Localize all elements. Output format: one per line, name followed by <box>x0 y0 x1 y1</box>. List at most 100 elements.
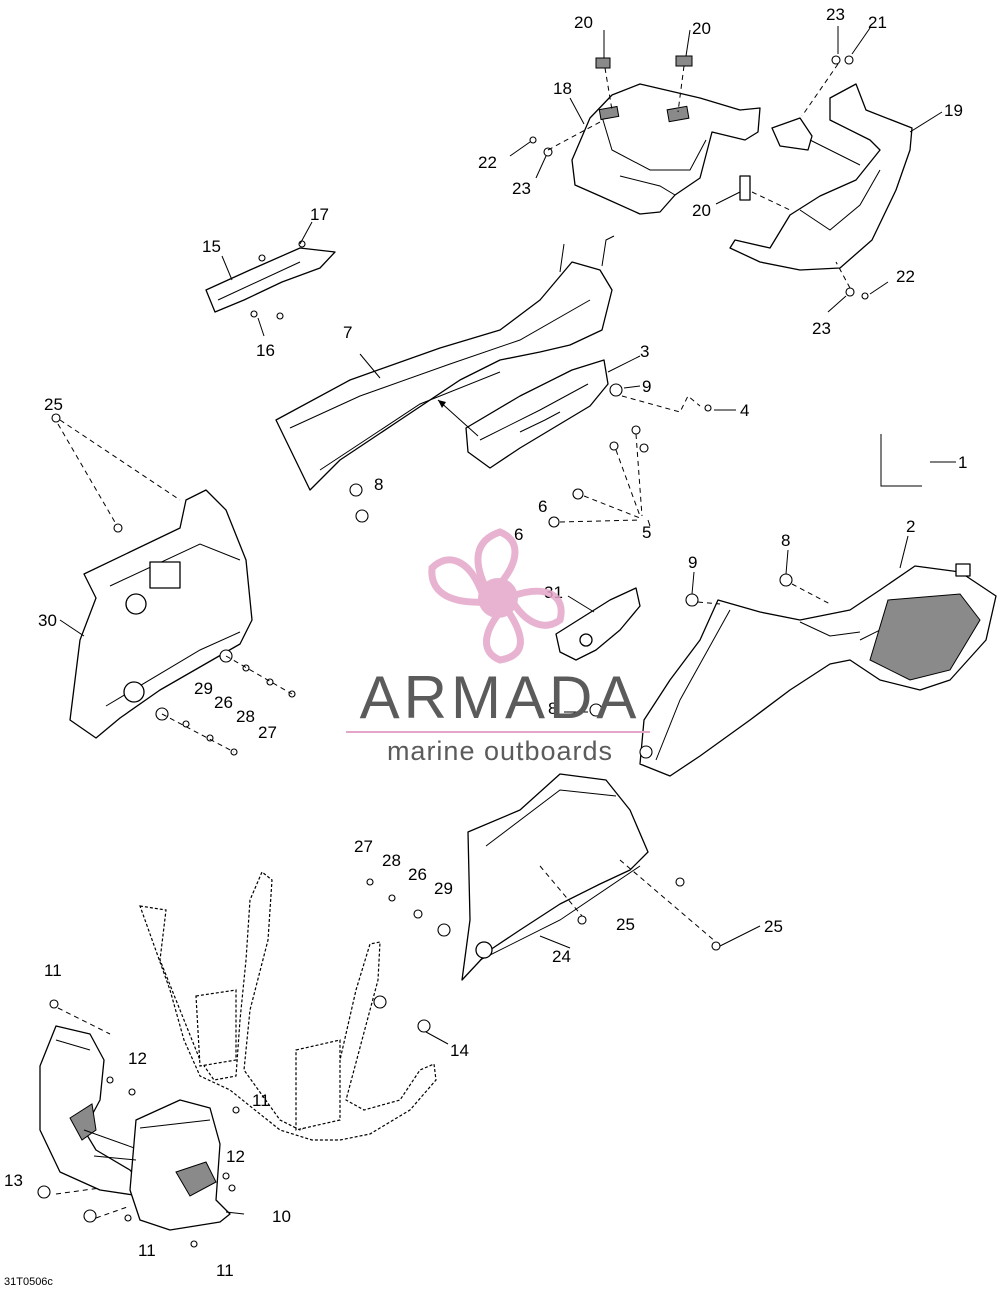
callout-29: 29 <box>194 679 213 698</box>
callout-9: 9 <box>688 553 697 572</box>
callout-25: 25 <box>616 915 635 934</box>
part-4-plug <box>704 404 712 412</box>
callout-23: 23 <box>512 179 531 198</box>
part-5-screw <box>631 425 641 435</box>
callout-6: 6 <box>538 497 547 516</box>
part-11-screw <box>232 1106 240 1114</box>
callout-17: 17 <box>310 205 329 224</box>
callout-8: 8 <box>781 531 790 550</box>
callout-20: 20 <box>692 201 711 220</box>
part-6-clip <box>548 516 560 528</box>
part-22-screw <box>529 136 537 144</box>
callout-6: 6 <box>514 525 523 544</box>
leader-lines <box>59 26 956 1215</box>
part-8-grommet <box>639 745 653 759</box>
part-25-screw <box>577 915 587 925</box>
callout-24: 24 <box>552 947 571 966</box>
part-28-washer <box>206 734 214 742</box>
callout-labels: 1 2 3 4 5 6 6 7 8 8 8 9 9 10 11 11 11 11… <box>4 5 967 1280</box>
part-9-nut <box>609 383 623 397</box>
callout-27: 27 <box>354 837 373 856</box>
callout-18: 18 <box>553 79 572 98</box>
vehicle-frame-reference <box>139 871 437 1141</box>
callout-7: 7 <box>343 323 352 342</box>
part-11-screw <box>49 999 59 1009</box>
callout-15: 15 <box>202 237 221 256</box>
part-13-left-cover <box>39 1025 149 1197</box>
callout-28: 28 <box>236 707 255 726</box>
part-14-nut <box>373 995 387 1009</box>
part-7-center-panel <box>275 235 615 491</box>
part-14-nut <box>417 1019 431 1033</box>
part-31-bracket <box>555 587 641 661</box>
part-9-nut <box>685 593 699 607</box>
callout-16: 16 <box>256 341 275 360</box>
part-13-nut <box>83 1209 97 1223</box>
part-12-clip <box>106 1076 114 1084</box>
callout-20: 20 <box>692 19 711 38</box>
diagram-reference-code: 31T0506c <box>4 1276 53 1288</box>
watermark-tagline: marine outboards <box>386 736 614 766</box>
part-5-screw <box>639 443 649 453</box>
part-22-screw <box>861 292 869 300</box>
part-20-pad <box>595 57 611 69</box>
part-3-footrest <box>465 359 609 469</box>
part-25-screw <box>675 877 685 887</box>
part-23-washer <box>845 287 855 297</box>
callout-26: 26 <box>408 865 427 884</box>
part-8-grommet <box>589 703 603 717</box>
part-11-screw <box>124 1214 132 1222</box>
callout-10: 10 <box>272 1207 291 1226</box>
callout-27: 27 <box>258 723 277 742</box>
part-8-grommet <box>355 509 369 523</box>
part-6-clip <box>572 488 584 500</box>
callout-23: 23 <box>826 5 845 24</box>
part-8-grommet <box>779 573 793 587</box>
part-2-side-footwell <box>639 563 997 777</box>
callout-8: 8 <box>548 699 557 718</box>
callout-9: 9 <box>642 377 651 396</box>
callout-20: 20 <box>574 13 593 32</box>
callout-29: 29 <box>434 879 453 898</box>
callout-11: 11 <box>138 1241 156 1260</box>
callout-30: 30 <box>38 611 57 630</box>
callout-25: 25 <box>44 395 63 414</box>
part-25-screw <box>711 941 721 951</box>
part-20-pad <box>675 55 693 67</box>
callout-12: 12 <box>226 1147 245 1166</box>
callout-5: 5 <box>642 523 651 542</box>
callout-21: 21 <box>868 13 887 32</box>
callout-19: 19 <box>944 101 963 120</box>
callout-25: 25 <box>764 917 783 936</box>
callout-22: 22 <box>478 153 497 172</box>
part-8-grommet <box>349 483 363 497</box>
part-28-washer <box>388 894 396 902</box>
callout-22: 22 <box>896 267 915 286</box>
part-24-lower-panel <box>461 773 649 981</box>
part-12-clip <box>228 1184 236 1192</box>
callout-11: 11 <box>216 1261 234 1280</box>
part-25-screw <box>113 523 123 533</box>
callout-14: 14 <box>450 1041 469 1060</box>
part-10-right-cover <box>93 1099 231 1231</box>
part-27-screw <box>366 878 374 886</box>
callout-4: 4 <box>740 401 749 420</box>
part-29-grommet <box>437 923 451 937</box>
callout-26: 26 <box>214 693 233 712</box>
part-26-nut <box>413 909 423 919</box>
part-19-side-panel <box>729 83 913 271</box>
part-21-clip <box>844 55 854 65</box>
part-25-screw <box>51 413 61 423</box>
part-30-side-panel <box>69 489 253 739</box>
callout-2: 2 <box>906 517 915 536</box>
callout-28: 28 <box>382 851 401 870</box>
callout-11: 11 <box>44 961 62 980</box>
callout-23: 23 <box>812 319 831 338</box>
watermark-brand: ARMADA <box>359 664 641 731</box>
part-11-screw <box>190 1240 198 1248</box>
callout-1: 1 <box>958 453 967 472</box>
part-26-nut <box>182 720 190 728</box>
callout-11: 11 <box>252 1091 270 1110</box>
